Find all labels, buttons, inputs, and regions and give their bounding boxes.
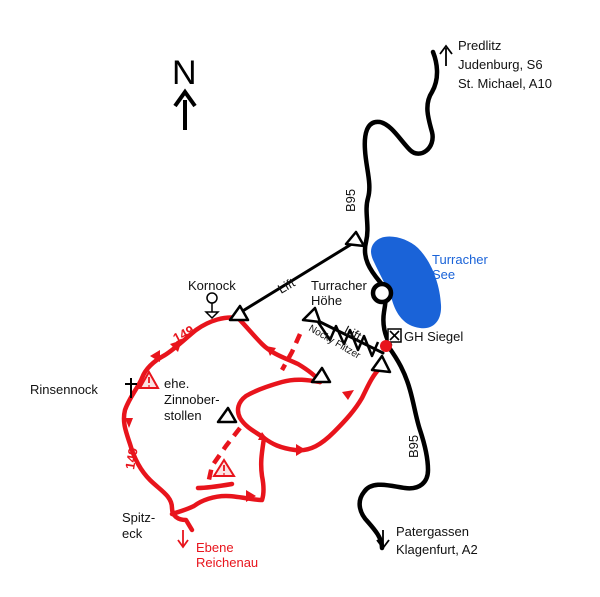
trail-dashed-upper <box>280 333 303 372</box>
nocky-flitzer-track <box>316 321 380 358</box>
trail-lower-connector <box>195 481 235 491</box>
exit-label-line2: Reichenau <box>196 555 258 570</box>
north-letter: N <box>172 54 197 92</box>
red-point-icon <box>380 340 392 352</box>
place-spitzeck-line2: eck <box>122 526 143 541</box>
peak-triangle-icon <box>310 366 332 384</box>
place-zinnober-line3: stollen <box>164 408 202 423</box>
trail-arrow <box>150 350 160 362</box>
kornock-summit-icon <box>206 292 218 304</box>
trail-arrow <box>125 418 133 428</box>
place-spitzeck-line1: Spitz- <box>122 510 155 525</box>
lake-label-line2: See <box>432 267 455 282</box>
place-zinnober-line2: Zinnober- <box>164 392 220 407</box>
road-label-b95-south: B95 <box>406 435 421 458</box>
place-zinnober-line1: ehe. <box>164 376 189 391</box>
place-turracher-hoehe-line2: Höhe <box>311 293 342 308</box>
trail-arrow <box>296 444 306 456</box>
arrow-down-icon <box>376 530 390 550</box>
crossed-cutlery-icon <box>387 328 402 343</box>
dest-north-line1: Predlitz <box>458 38 501 53</box>
kornock-summit-base <box>204 311 220 320</box>
peak-triangle-icon <box>228 304 250 322</box>
dest-south-line2: Klagenfurt, A2 <box>396 542 478 557</box>
place-kornock: Kornock <box>188 278 236 293</box>
trail-number-lower: 149 <box>122 447 141 471</box>
peak-triangle-icon <box>301 306 322 324</box>
arrow-up-icon <box>439 44 453 66</box>
peak-triangle-icon <box>370 354 392 374</box>
lift-kornock <box>239 240 357 314</box>
lift-label-nocky: Lift <box>342 322 365 344</box>
trail-dashed-lower <box>205 426 242 485</box>
trail-west-loop <box>121 315 241 533</box>
exit-label-line1: Ebene <box>196 540 234 555</box>
warning-triangle-icon <box>138 369 160 389</box>
trail-arrow <box>258 432 268 440</box>
lake-label-line1: Turracher <box>432 252 489 267</box>
summit-cross-icon <box>125 378 137 398</box>
road-loop-icon <box>370 281 394 305</box>
peak-triangle-icon <box>344 230 366 248</box>
dest-south-line1: Patergassen <box>396 524 469 539</box>
trail-arrow <box>342 390 354 400</box>
warning-triangle-icon <box>212 458 236 477</box>
dest-north-line2: Judenburg, S6 <box>458 57 543 72</box>
place-gh-siegel: GH Siegel <box>404 329 463 344</box>
trail-arrow <box>246 490 256 502</box>
north-arrow-icon <box>173 88 197 130</box>
dest-north-line3: St. Michael, A10 <box>458 76 552 91</box>
trail-arrow <box>266 346 276 356</box>
trail-south <box>169 435 267 517</box>
place-turracher-hoehe-line1: Turracher <box>311 278 368 293</box>
road-label-b95-north: B95 <box>343 189 358 212</box>
trail-arrow <box>170 340 182 352</box>
place-rinsennock: Rinsennock <box>30 382 98 397</box>
trail-east-branch <box>235 315 323 385</box>
turracher-see-lake <box>371 236 442 329</box>
road-b95-south <box>357 343 431 551</box>
peak-triangle-icon <box>216 406 238 424</box>
trail-number-upper: 149 <box>170 322 196 345</box>
exit-arrow-icon <box>177 530 189 549</box>
